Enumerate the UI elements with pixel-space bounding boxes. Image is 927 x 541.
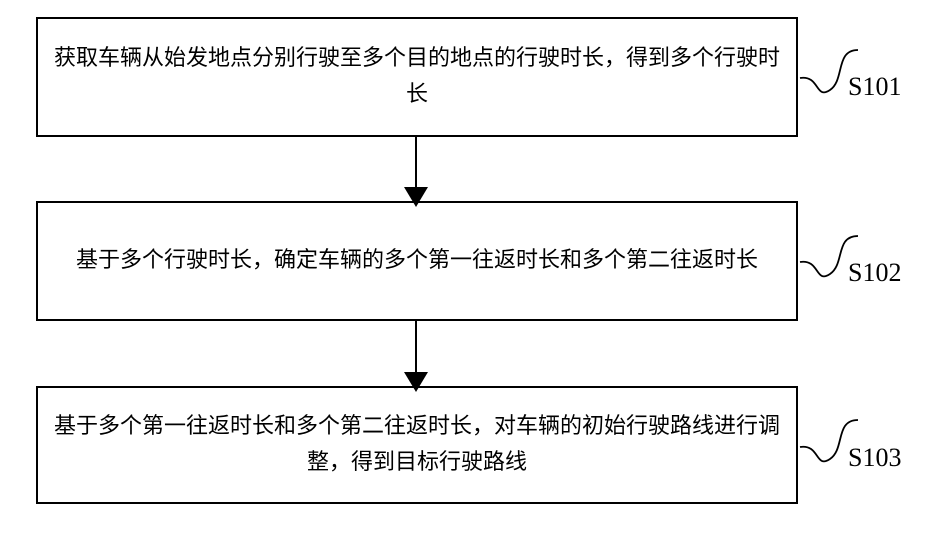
step-box-s103: 基于多个第一往返时长和多个第二往返时长，对车辆的初始行驶路线进行调整，得到目标行… bbox=[36, 386, 798, 504]
step-box-s102: 基于多个行驶时长，确定车辆的多个第一往返时长和多个第二往返时长 bbox=[36, 201, 798, 321]
step-label-s101: S101 bbox=[848, 72, 901, 102]
step-box-s101: 获取车辆从始发地点分别行驶至多个目的地点的行驶时长，得到多个行驶时长 bbox=[36, 17, 798, 137]
step-label-s103: S103 bbox=[848, 443, 901, 473]
step-text-s103: 基于多个第一往返时长和多个第二往返时长，对车辆的初始行驶路线进行调整，得到目标行… bbox=[47, 409, 787, 481]
step-text-s102: 基于多个行驶时长，确定车辆的多个第一往返时长和多个第二往返时长 bbox=[47, 243, 787, 279]
step-label-s102: S102 bbox=[848, 258, 901, 288]
step-text-s101: 获取车辆从始发地点分别行驶至多个目的地点的行驶时长，得到多个行驶时长 bbox=[47, 41, 787, 113]
